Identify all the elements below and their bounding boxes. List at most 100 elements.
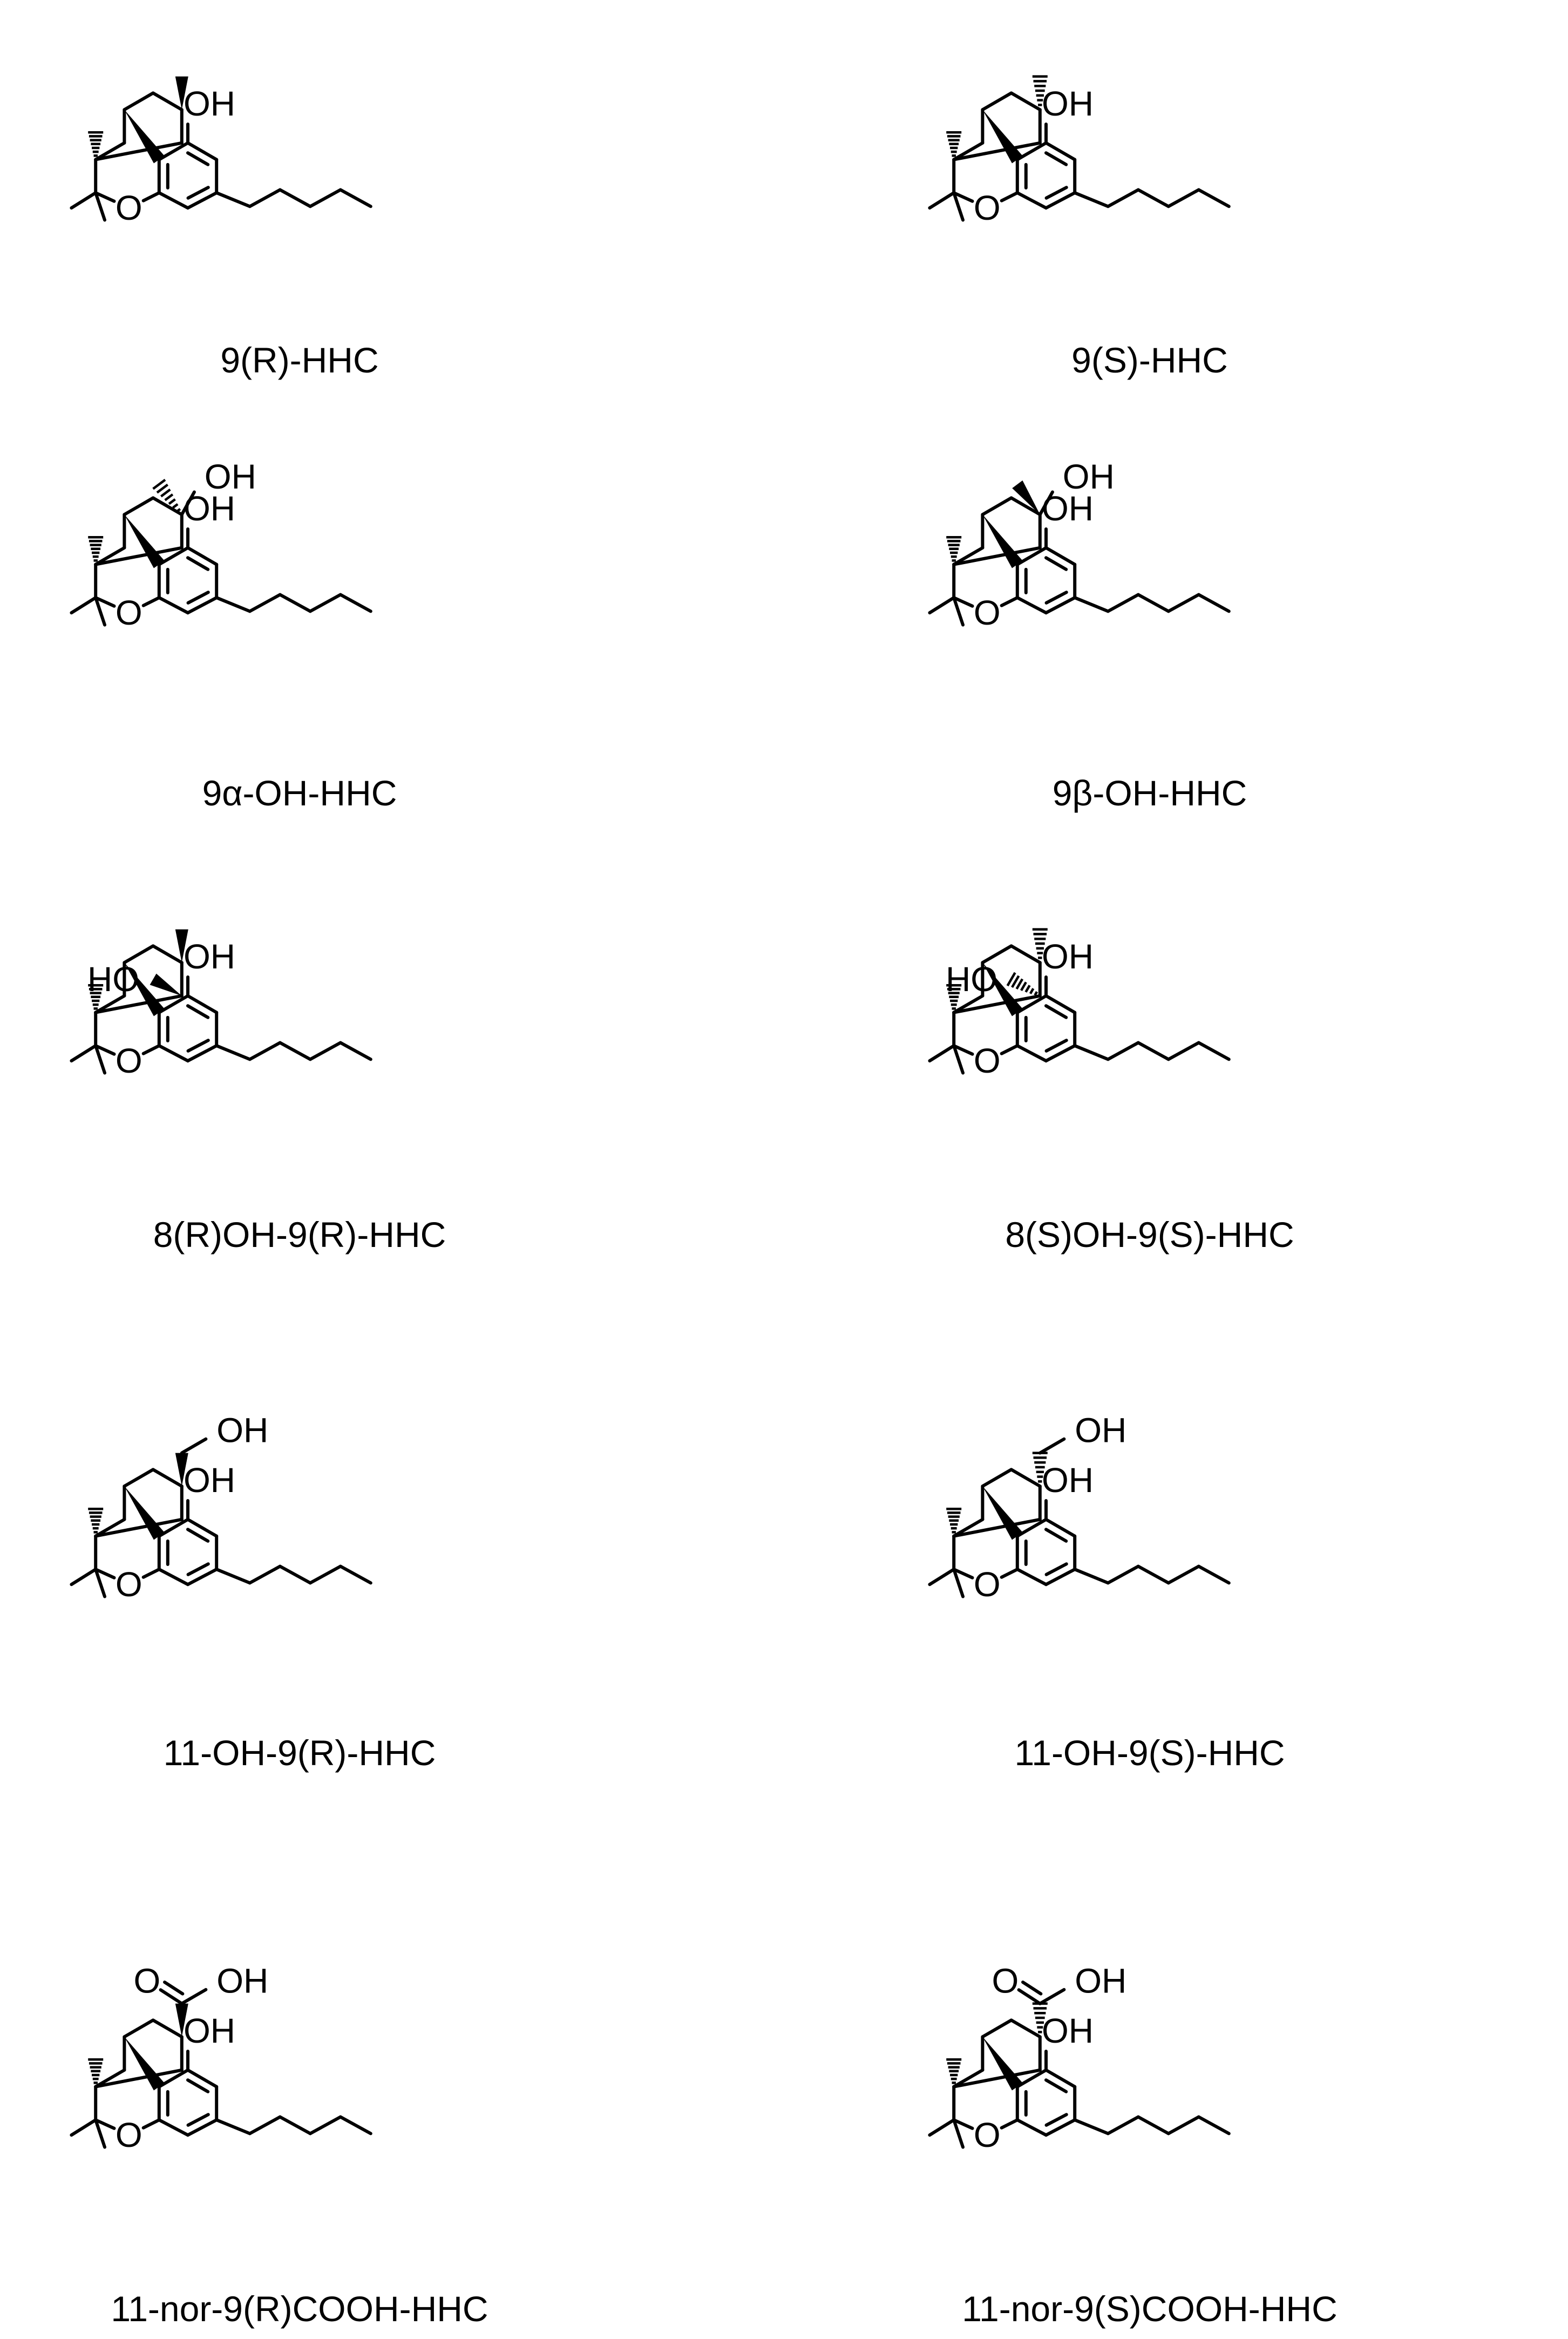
pentyl-bond	[338, 593, 372, 613]
compound-name-label: 11-nor-9(S)COOH-HHC	[962, 2289, 1338, 2329]
aromatic-bond	[1015, 596, 1048, 615]
double-bond	[1044, 556, 1068, 571]
double-bond	[1044, 186, 1068, 200]
double-bond	[1044, 591, 1068, 605]
pentyl-bond	[1166, 188, 1200, 208]
pyran-bond	[1000, 191, 1019, 202]
c6a-hydrogen-hash	[88, 2058, 104, 2084]
ring-bond	[123, 1468, 155, 1488]
compound-name-label: 11-OH-9(R)-HHC	[164, 1733, 436, 1773]
ring-bond	[981, 496, 1013, 517]
pentyl-bond	[1106, 188, 1140, 208]
methyl-bond	[94, 2118, 106, 2149]
phenol-oh-label: OH	[1042, 1461, 1094, 1500]
methyl-bond	[94, 596, 106, 627]
hash-line	[1034, 991, 1038, 996]
methyl-bond	[70, 596, 98, 615]
aromatic-bond	[186, 141, 219, 161]
aromatic-bond	[186, 2068, 219, 2089]
aromatic-bond	[1015, 2118, 1048, 2137]
ring-bond	[952, 1517, 985, 1538]
compound-name-label: 11-nor-9(R)COOH-HHC	[111, 2289, 488, 2329]
aromatic-bond	[1015, 1568, 1048, 1587]
pentyl-bond	[1136, 2115, 1170, 2135]
carbonyl-o-label: O	[992, 1962, 1019, 2001]
carboxyl-oh-bond	[180, 1988, 208, 2005]
aromatic-bond	[186, 994, 219, 1014]
c6a-hydrogen-hash	[946, 984, 962, 1010]
compound-name-label: 11-OH-9(S)-HHC	[1014, 1733, 1285, 1773]
carbonyl-double-bond	[1021, 1980, 1043, 1996]
pyran-bond	[141, 191, 161, 202]
aromatic-bond	[1044, 1568, 1077, 1587]
pyran-bond	[1000, 1044, 1019, 1055]
ring-bond	[151, 496, 184, 517]
ch2-oh-bond	[180, 1437, 208, 1455]
pentyl-bond	[215, 191, 252, 208]
pentyl-bond	[1073, 596, 1110, 613]
pentyl-bond	[308, 1564, 342, 1585]
aromatic-bond	[1015, 1517, 1048, 1538]
ring-bond	[952, 2068, 985, 2089]
hash-line	[1024, 985, 1031, 993]
ring-bond	[952, 546, 1042, 566]
aromatic-bond	[186, 596, 219, 615]
hash-line	[164, 493, 174, 501]
double-bond	[186, 556, 210, 571]
c6a-hydrogen-hash	[88, 984, 104, 1010]
aromatic-bond	[1044, 2118, 1077, 2137]
pentyl-bond	[1166, 593, 1200, 613]
pentyl-bond	[1136, 1041, 1170, 1061]
pentyl-bond	[1136, 188, 1170, 208]
pentyl-bond	[1197, 1041, 1231, 1061]
c9-ch2-wedge	[175, 1453, 188, 1487]
double-bond	[1044, 2113, 1068, 2127]
hash-line	[1020, 981, 1027, 991]
double-bond	[186, 151, 210, 166]
ring-junction-wedge	[982, 110, 1023, 164]
ring-junction-wedge	[124, 1486, 165, 1540]
pentyl-bond	[1106, 593, 1140, 613]
methyl-bond	[928, 1568, 956, 1587]
carboxyl-oh-label: OH	[216, 1962, 268, 2001]
c9-methyl-wedge	[175, 76, 188, 110]
c9-oh-bond	[180, 490, 196, 517]
ring-bond	[952, 2068, 1042, 2089]
aromatic-bond	[186, 1517, 219, 1538]
pentyl-bond	[1106, 1564, 1140, 1585]
pentyl-bond	[1106, 1041, 1140, 1061]
carbonyl-o-label: O	[134, 1962, 161, 2001]
aromatic-bond	[157, 596, 189, 615]
ring-bond	[123, 496, 155, 517]
ring-bond	[952, 994, 985, 1014]
ring-bond	[94, 546, 184, 566]
hash-line	[160, 489, 171, 498]
c8-ho-label: HO	[87, 960, 139, 999]
ring-junction-wedge	[982, 2037, 1023, 2091]
pentyl-bond	[248, 593, 282, 613]
compound-name-label: 8(R)OH-9(R)-HHC	[153, 1215, 446, 1255]
phenol-oh-label: OH	[1042, 2011, 1094, 2050]
aromatic-bond	[1044, 994, 1077, 1014]
phenol-oh-label: OH	[184, 2011, 235, 2050]
pentyl-bond	[215, 1044, 252, 1061]
double-bond	[186, 2078, 210, 2093]
ring-bond	[1009, 2018, 1042, 2039]
pentyl-bond	[338, 188, 372, 208]
pentyl-bond	[308, 593, 342, 613]
aromatic-bond	[157, 546, 189, 566]
ring-bond	[981, 91, 1013, 112]
carboxyl-oh-label: OH	[1075, 1962, 1126, 2001]
ring-bond	[981, 2018, 1013, 2039]
methyl-bond	[952, 596, 965, 627]
aromatic-bond	[1015, 1044, 1048, 1063]
aromatic-bond	[1044, 2068, 1077, 2089]
ring-bond	[1009, 496, 1042, 517]
pentyl-bond	[1197, 188, 1231, 208]
double-bond	[1044, 1039, 1068, 1053]
ring-bond	[94, 994, 126, 1014]
c9-methyl-wedge	[175, 929, 188, 963]
